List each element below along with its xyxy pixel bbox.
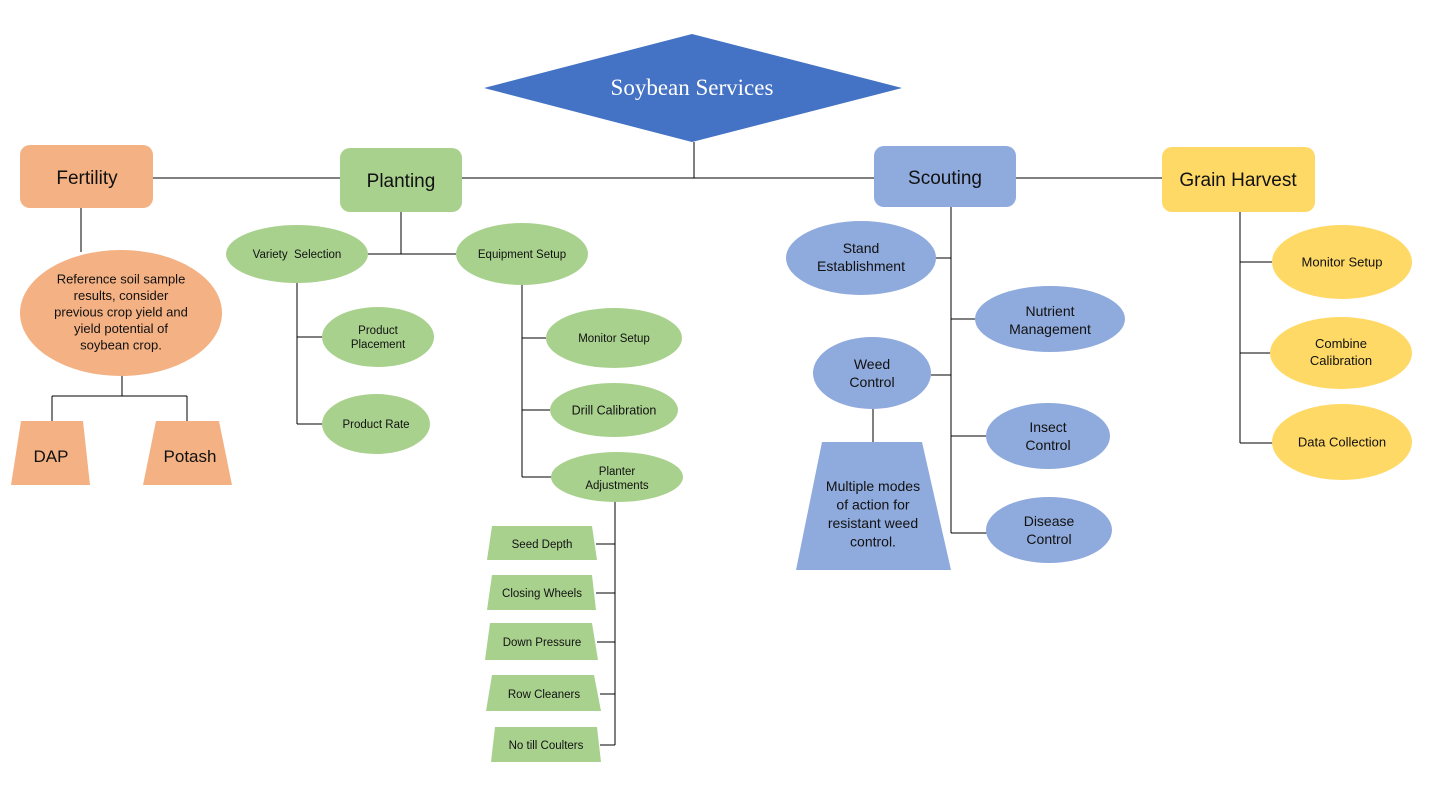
planting-node [340,148,462,212]
label-line: Establishment [817,258,905,274]
down-pressure-node [485,623,598,660]
down-pressure-label: Down Pressure [503,637,582,649]
root-diamond [484,34,902,142]
stand-establishment-node [786,221,936,295]
scouting-label: Scouting [908,168,982,189]
dap-label: DAP [34,447,69,466]
dap-node [11,421,90,485]
monitor-setup-planting-node [546,308,682,368]
variety-selection-node [226,225,368,283]
closing-wheels-node [487,575,596,610]
label-line: Calibration [1310,353,1372,368]
nutrient-management-node [975,286,1125,352]
potash-label: Potash [164,447,217,466]
insect-control-node [986,403,1110,469]
monitor-setup-harvest-label: Monitor Setup [1302,255,1383,270]
fertility-note-node [20,250,222,376]
row-cleaners-node [486,675,601,711]
closing-wheels-label: Closing Wheels [502,588,582,600]
planting-branch: Planting Variety Selection Equipment Set… [226,148,683,762]
label-line: Stand [843,240,880,256]
label-line: yield potential of [74,321,168,336]
monitor-setup-planting-label: Monitor Setup [578,333,650,345]
label-line: Placement [351,339,406,351]
weed-note-node [796,442,951,570]
monitor-setup-harvest-node [1272,225,1412,299]
label-line: Control [1025,437,1070,453]
label-line: soybean crop. [80,338,162,353]
label-line: resistant weed [828,515,918,531]
equipment-setup-node [456,223,588,285]
label-line: Disease [1024,513,1075,529]
variety-selection-label: Variety Selection [253,249,342,261]
weed-note-text: Multiple modes of action for resistant wee… [826,478,920,550]
label-line: Insect [1029,419,1066,435]
product-rate-node [322,394,430,454]
label-line: Planter [599,466,636,478]
diagram-title: Soybean Services [611,75,774,100]
planting-label: Planting [367,171,436,192]
seed-depth-label: Seed Depth [512,539,573,551]
equipment-setup-label: Equipment Setup [478,249,566,261]
drill-calibration-label: Drill Calibration [572,403,657,417]
weed-control-node [813,337,931,409]
label-line: Adjustments [585,480,649,492]
label-line: Product Rate [342,419,409,431]
no-till-coulters-node [491,727,601,762]
label-line: previous crop yield and [54,305,188,320]
fertility-label: Fertility [56,168,118,189]
label-line: control. [850,534,896,550]
label-line: Weed [854,356,890,372]
product-rate-label: Product Rate [342,419,409,431]
label-line: of action for [836,497,909,513]
combine-calibration-node [1270,317,1412,389]
planter-adjustments-node [551,452,683,502]
data-collection-node [1272,404,1412,480]
grain-harvest-label: Grain Harvest [1179,170,1297,191]
label-line: Drill Calibration [572,403,657,417]
label-line: Combine [1315,336,1367,351]
label-line: Control [849,374,894,390]
label-line: Product [358,325,398,337]
no-till-coulters-label: No till Coulters [509,740,584,752]
label-line: Nutrient [1025,303,1074,319]
product-placement-node [322,307,434,367]
grain-harvest-node [1162,147,1315,212]
scouting-node [874,146,1016,207]
root-node: Soybean Services [484,34,902,142]
potash-node [143,421,232,485]
label-line: Data Collection [1298,435,1386,450]
label-line: Reference soil sample [57,272,186,287]
label-line: Multiple modes [826,478,920,494]
label-line: results, consider [74,288,169,303]
label-line: Monitor Setup [578,333,650,345]
label-line: Management [1009,321,1091,337]
row-cleaners-label: Row Cleaners [508,689,580,701]
drill-calibration-node [550,383,678,437]
label-line: Control [1026,531,1071,547]
label-line: Monitor Setup [1302,255,1383,270]
fertility-node [20,145,153,208]
data-collection-label: Data Collection [1298,435,1386,450]
seed-depth-node [487,526,597,560]
disease-control-node [986,497,1112,563]
